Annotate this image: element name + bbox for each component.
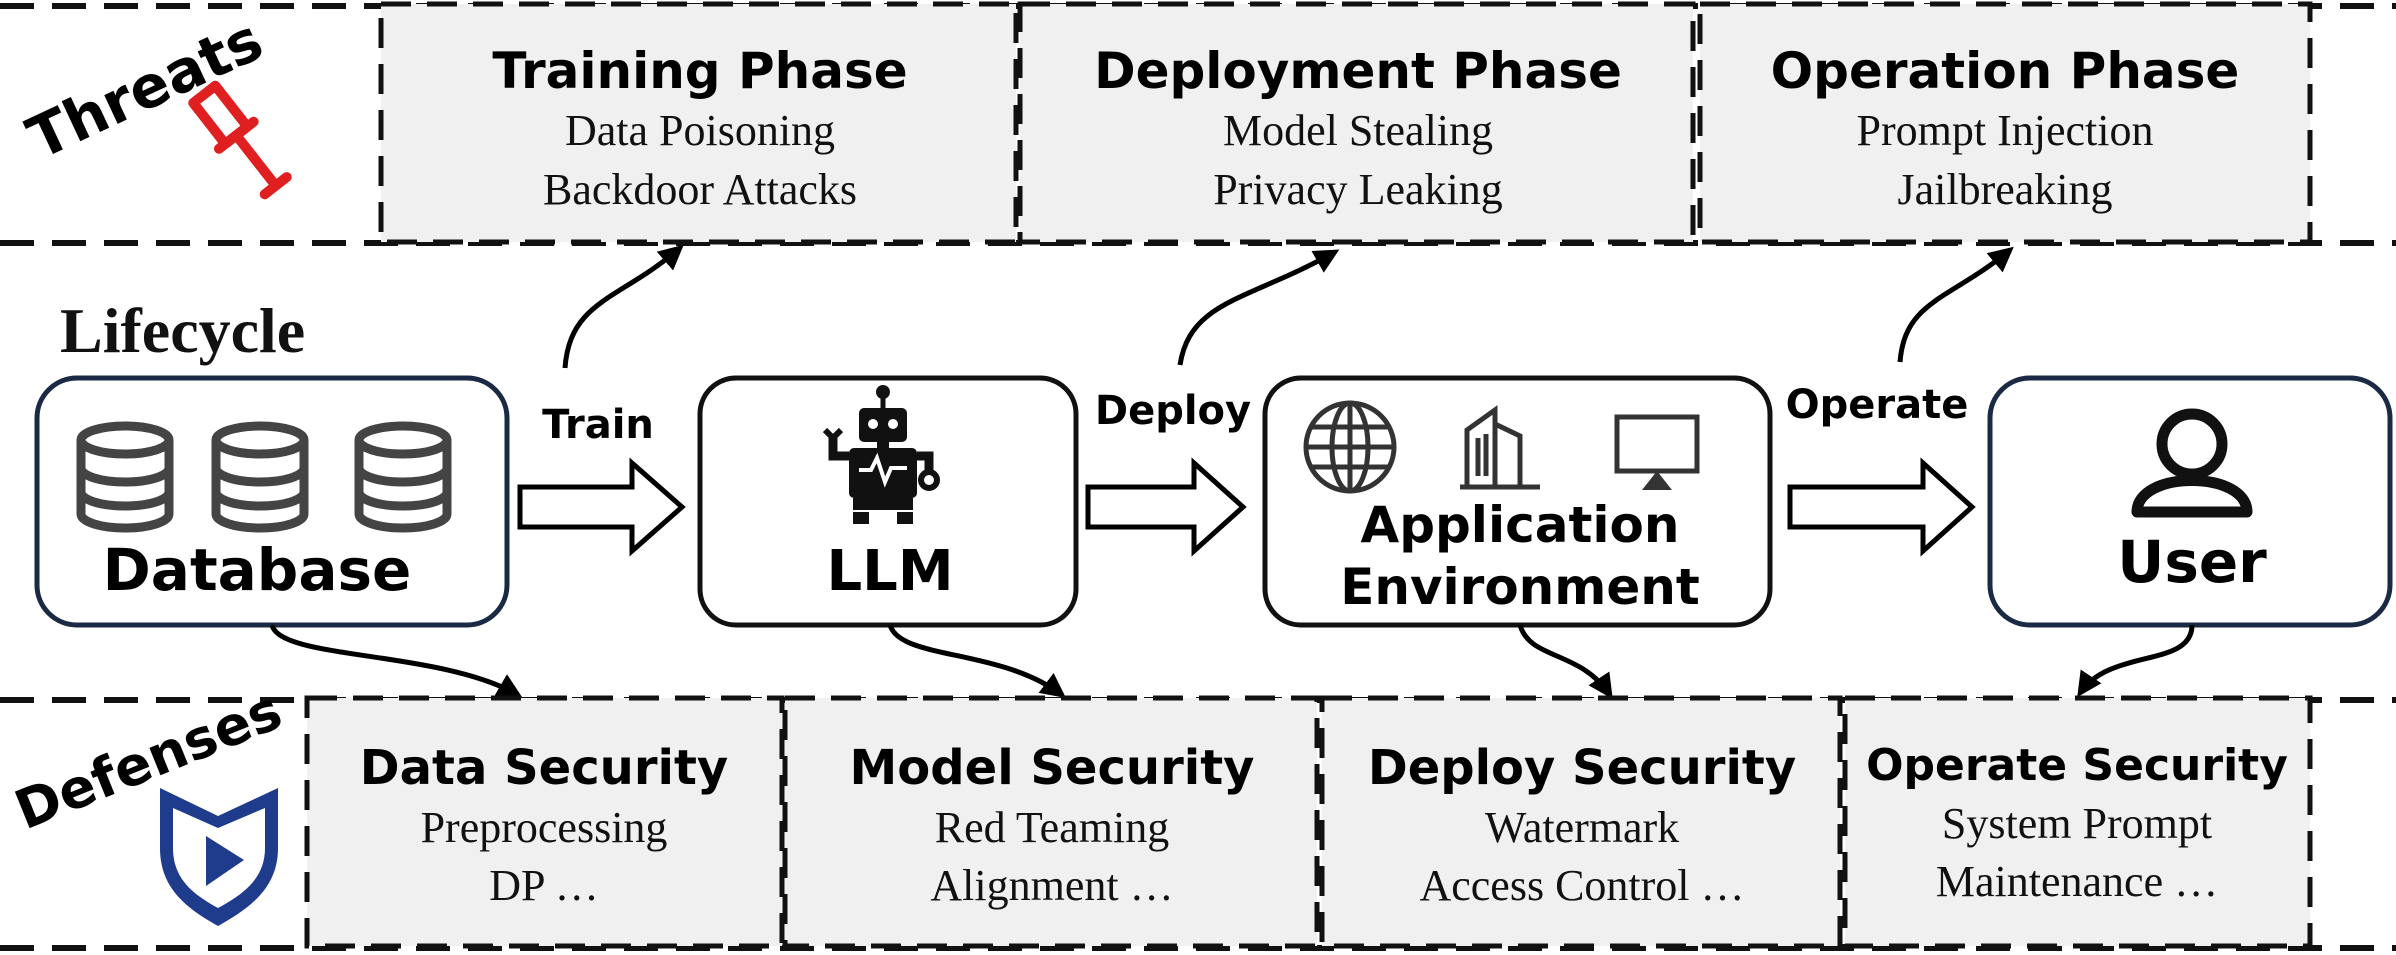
database-label: Database <box>103 536 412 604</box>
train-label: Train <box>542 402 654 448</box>
connector <box>887 623 1066 699</box>
defense-title: Operate Security <box>1866 740 2288 791</box>
defense-title: Deploy Security <box>1368 740 1796 796</box>
robot-icon <box>822 385 940 524</box>
defense-box-operate: Operate Security System Prompt Maintenan… <box>1842 695 2313 949</box>
globe-icon <box>1303 400 1397 494</box>
defense-title: Model Security <box>850 740 1255 796</box>
defense-item: Alignment … <box>930 861 1173 910</box>
threat-box-deployment: Deployment Phase Model Stealing Privacy … <box>1017 1 1696 245</box>
database-node: Database <box>34 375 510 628</box>
threat-item: Backdoor Attacks <box>543 165 857 214</box>
threat-box-operation: Operation Phase Prompt Injection Jailbre… <box>1697 1 2313 245</box>
user-label: User <box>2117 528 2267 596</box>
deploy-label: Deploy <box>1095 388 1251 434</box>
connector <box>1517 624 1613 700</box>
database-icon <box>354 421 452 533</box>
operate-arrow: Operate <box>1786 382 1976 557</box>
database-icon <box>76 421 174 533</box>
defense-item: System Prompt <box>1942 799 2212 848</box>
application-label: Application <box>1361 496 1680 554</box>
threat-item: Jailbreaking <box>1897 165 2112 214</box>
defenses-band: Defenses Data Security Preprocessing DP … <box>0 678 2396 951</box>
lifecycle-row: Lifecycle <box>34 244 2393 700</box>
defense-item: Access Control … <box>1419 861 1744 910</box>
defense-item: Preprocessing <box>421 803 668 852</box>
threat-item: Privacy Leaking <box>1213 165 1503 214</box>
defense-title: Data Security <box>360 740 728 796</box>
threat-connectors <box>562 244 2014 369</box>
llm-label: LLM <box>826 539 953 604</box>
database-icon <box>211 421 309 533</box>
application-label: Environment <box>1340 558 1700 616</box>
threats-label: Threats <box>17 5 272 172</box>
threats-band: Threats Training Phase Data Poisoning Ba… <box>0 1 2396 246</box>
lifecycle-label: Lifecycle <box>60 295 305 366</box>
train-arrow: Train <box>517 402 686 557</box>
connector <box>1177 249 1340 366</box>
connector <box>2077 624 2195 698</box>
connector <box>269 623 523 698</box>
defense-box-model: Model Security Red Teaming Alignment … <box>782 695 1320 949</box>
threat-title: Deployment Phase <box>1094 42 1622 100</box>
application-node: Application Environment <box>1262 375 1773 628</box>
defense-box-data: Data Security Preprocessing DP … <box>304 695 785 949</box>
defense-box-deploy: Deploy Security Watermark Access Control… <box>1319 695 1843 949</box>
connector <box>562 244 684 369</box>
threat-item: Data Poisoning <box>565 106 835 155</box>
building-icon <box>1460 405 1540 490</box>
user-node: User <box>1987 375 2393 628</box>
operate-label: Operate <box>1786 382 1969 428</box>
defense-item: DP … <box>489 861 599 910</box>
defense-item: Watermark <box>1485 803 1679 852</box>
threat-item: Prompt Injection <box>1857 106 2154 155</box>
shield-icon <box>160 788 278 926</box>
connector <box>1897 246 2014 363</box>
threats-header: Threats <box>17 5 292 200</box>
threat-item: Model Stealing <box>1223 106 1493 155</box>
deploy-arrow: Deploy <box>1085 388 1251 557</box>
user-icon <box>2131 408 2253 518</box>
threat-title: Operation Phase <box>1771 42 2240 100</box>
defense-item: Red Teaming <box>935 803 1169 852</box>
threat-box-training: Training Phase Data Poisoning Backdoor A… <box>378 1 1019 245</box>
monitor-icon <box>1614 414 1700 490</box>
defense-connectors <box>269 623 2195 700</box>
llm-node: LLM <box>697 375 1079 628</box>
pin-icon <box>188 80 292 200</box>
defenses-header: Defenses <box>6 678 290 926</box>
threat-title: Training Phase <box>492 42 907 100</box>
defense-item: Maintenance … <box>1936 857 2218 906</box>
